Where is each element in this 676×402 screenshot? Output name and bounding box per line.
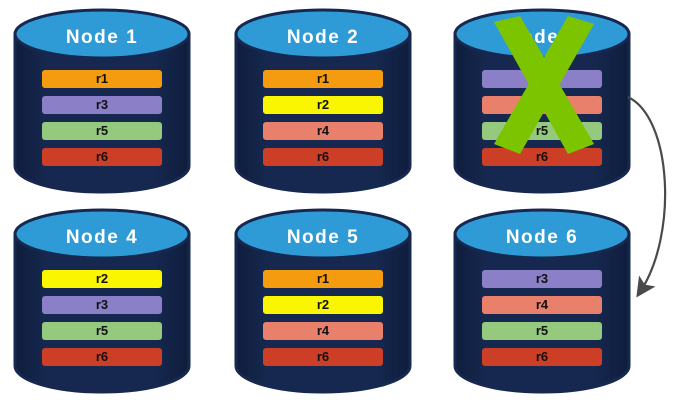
record-bar[interactable]: r3 (42, 296, 162, 314)
record-bar[interactable]: r6 (263, 348, 383, 366)
record-bar[interactable]: r2 (42, 270, 162, 288)
node-1-record-list: r1 r3 r5 r6 (42, 70, 162, 166)
record-bar[interactable]: r4 (263, 322, 383, 340)
record-bar[interactable]: r3 (482, 70, 602, 88)
record-bar[interactable]: r2 (263, 296, 383, 314)
record-bar[interactable]: r5 (482, 122, 602, 140)
node-4-record-list: r2 r3 r5 r6 (42, 270, 162, 366)
record-bar[interactable]: r6 (482, 348, 602, 366)
record-bar[interactable]: r5 (42, 122, 162, 140)
node-2-record-list: r1 r2 r4 r6 (263, 70, 383, 166)
record-bar[interactable]: r3 (42, 96, 162, 114)
record-bar[interactable]: r4 (482, 96, 602, 114)
record-bar[interactable]: r5 (482, 322, 602, 340)
record-bar[interactable]: r6 (263, 148, 383, 166)
record-bar[interactable]: r4 (263, 122, 383, 140)
record-bar[interactable]: r6 (42, 148, 162, 166)
node-3-record-list: r3 r4 r5 r6 (482, 70, 602, 166)
node-5-record-list: r1 r2 r4 r6 (263, 270, 383, 366)
record-bar[interactable]: r5 (42, 322, 162, 340)
record-bar[interactable]: r1 (263, 70, 383, 88)
record-bar[interactable]: r6 (42, 348, 162, 366)
record-bar[interactable]: r2 (263, 96, 383, 114)
record-bar[interactable]: r1 (263, 270, 383, 288)
record-bar[interactable]: r4 (482, 296, 602, 314)
record-bar[interactable]: r3 (482, 270, 602, 288)
record-bar[interactable]: r1 (42, 70, 162, 88)
record-bar[interactable]: r6 (482, 148, 602, 166)
node-6-record-list: r3 r4 r5 r6 (482, 270, 602, 366)
